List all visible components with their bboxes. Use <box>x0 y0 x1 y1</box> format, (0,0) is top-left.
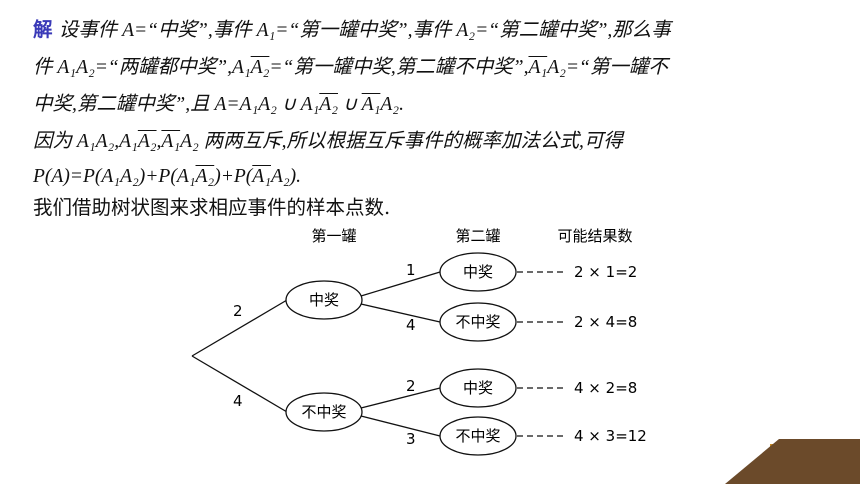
line-5-overline-a1: A₁ <box>252 166 271 187</box>
result-3: 4 × 2=8 <box>574 379 637 397</box>
node-second-2 <box>439 302 517 342</box>
line-5-part-e: A₂). <box>270 166 302 187</box>
line-3-overline-a1: A₁ <box>361 94 381 115</box>
weight-l2-3: 2 <box>406 377 416 395</box>
node-second-3-label: 中奖 <box>463 379 493 397</box>
line-3-part-a: 中奖,第二罐中奖”,且 A=A₁A₂ ∪ A₁ <box>33 94 320 115</box>
line-2-overline-a1: A₁ <box>528 57 548 78</box>
text-line-2: 件 A₁A₂=“两罐都中奖”,A₁A₂=“第一罐中奖,第二罐不中奖”,A₁A₂=… <box>33 55 668 80</box>
header-first-jar: 第一罐 <box>311 227 356 245</box>
line-5-part-a: P(A)=P(A₁A₂)+P(A₁ <box>33 166 196 187</box>
weight-level1-win: 2 <box>233 302 243 320</box>
node-first-lose-label: 不中奖 <box>301 403 346 421</box>
line-2-part-e: A₂=“第一罐不 <box>547 57 668 78</box>
header-second-jar: 第二罐 <box>455 227 500 245</box>
node-second-1-label: 中奖 <box>463 263 493 281</box>
branch-lose-lose <box>360 415 441 437</box>
weight-l2-1: 1 <box>406 261 416 279</box>
result-4: 4 × 3=12 <box>574 427 647 445</box>
node-first-win <box>285 280 363 320</box>
line-1-text: 设事件 A=“中奖”,事件 A₁=“第一罐中奖”,事件 A₂=“第二罐中奖”,那… <box>58 20 671 41</box>
line-4-part-e: A₂ 两两互斥,所以根据互斥事件的概率加法公式,可得 <box>180 131 623 152</box>
text-line-3: 中奖,第二罐中奖”,且 A=A₁A₂ ∪ A₁A₂ ∪ A₁A₂. <box>33 92 404 117</box>
branch-root-lose <box>191 355 288 413</box>
node-second-1 <box>439 252 517 292</box>
node-second-3 <box>439 368 517 408</box>
line-3-union: ∪ <box>338 94 362 115</box>
line-2-part-a: 件 A₁A₂=“两罐都中奖”,A₁ <box>33 57 251 78</box>
line-3-part-e: A₂. <box>380 94 404 115</box>
line-4-comma: , <box>156 131 162 152</box>
branch-lose-win <box>360 387 441 409</box>
branch-win-win <box>360 271 441 297</box>
line-5-overline-a2: A₂ <box>195 166 215 187</box>
text-line-5: P(A)=P(A₁A₂)+P(A₁A₂)+P(A₁A₂). <box>33 164 301 189</box>
weight-l2-2: 4 <box>406 316 416 334</box>
solution-keyword: 解 <box>33 18 53 41</box>
node-second-4-label: 不中奖 <box>455 427 500 445</box>
weight-l2-4: 3 <box>406 430 416 448</box>
text-line-1: 解 设事件 A=“中奖”,事件 A₁=“第一罐中奖”,事件 A₂=“第二罐中奖”… <box>33 18 671 43</box>
node-first-lose <box>285 392 363 432</box>
line-3-overline-a2: A₂ <box>319 94 338 115</box>
line-5-part-c: )+P( <box>214 166 253 187</box>
node-second-4 <box>439 416 517 456</box>
branch-win-lose <box>360 303 441 323</box>
line-4-overline-a1: A₁ <box>161 131 181 152</box>
result-1: 2 × 1=2 <box>574 263 637 281</box>
text-line-6: 我们借助树状图来求相应事件的样本点数. <box>33 196 390 220</box>
node-first-win-label: 中奖 <box>309 291 339 309</box>
line-2-part-c: =“第一罐中奖,第二罐不中奖”, <box>269 57 529 78</box>
text-line-4: 因为 A₁A₂,A₁A₂,A₁A₂ 两两互斥,所以根据互斥事件的概率加法公式,可… <box>33 129 623 154</box>
line-6-text: 我们借助树状图来求相应事件的样本点数. <box>33 196 391 219</box>
node-second-2-label: 不中奖 <box>455 313 500 331</box>
result-2: 2 × 4=8 <box>574 313 637 331</box>
weight-level1-lose: 4 <box>233 392 243 410</box>
line-4-overline-a2: A₂ <box>137 131 157 152</box>
line-4-part-a: 因为 A₁A₂,A₁ <box>33 131 138 152</box>
header-outcomes: 可能结果数 <box>557 227 632 245</box>
line-2-overline-a2: A₂ <box>250 57 270 78</box>
branch-root-win <box>191 299 288 357</box>
